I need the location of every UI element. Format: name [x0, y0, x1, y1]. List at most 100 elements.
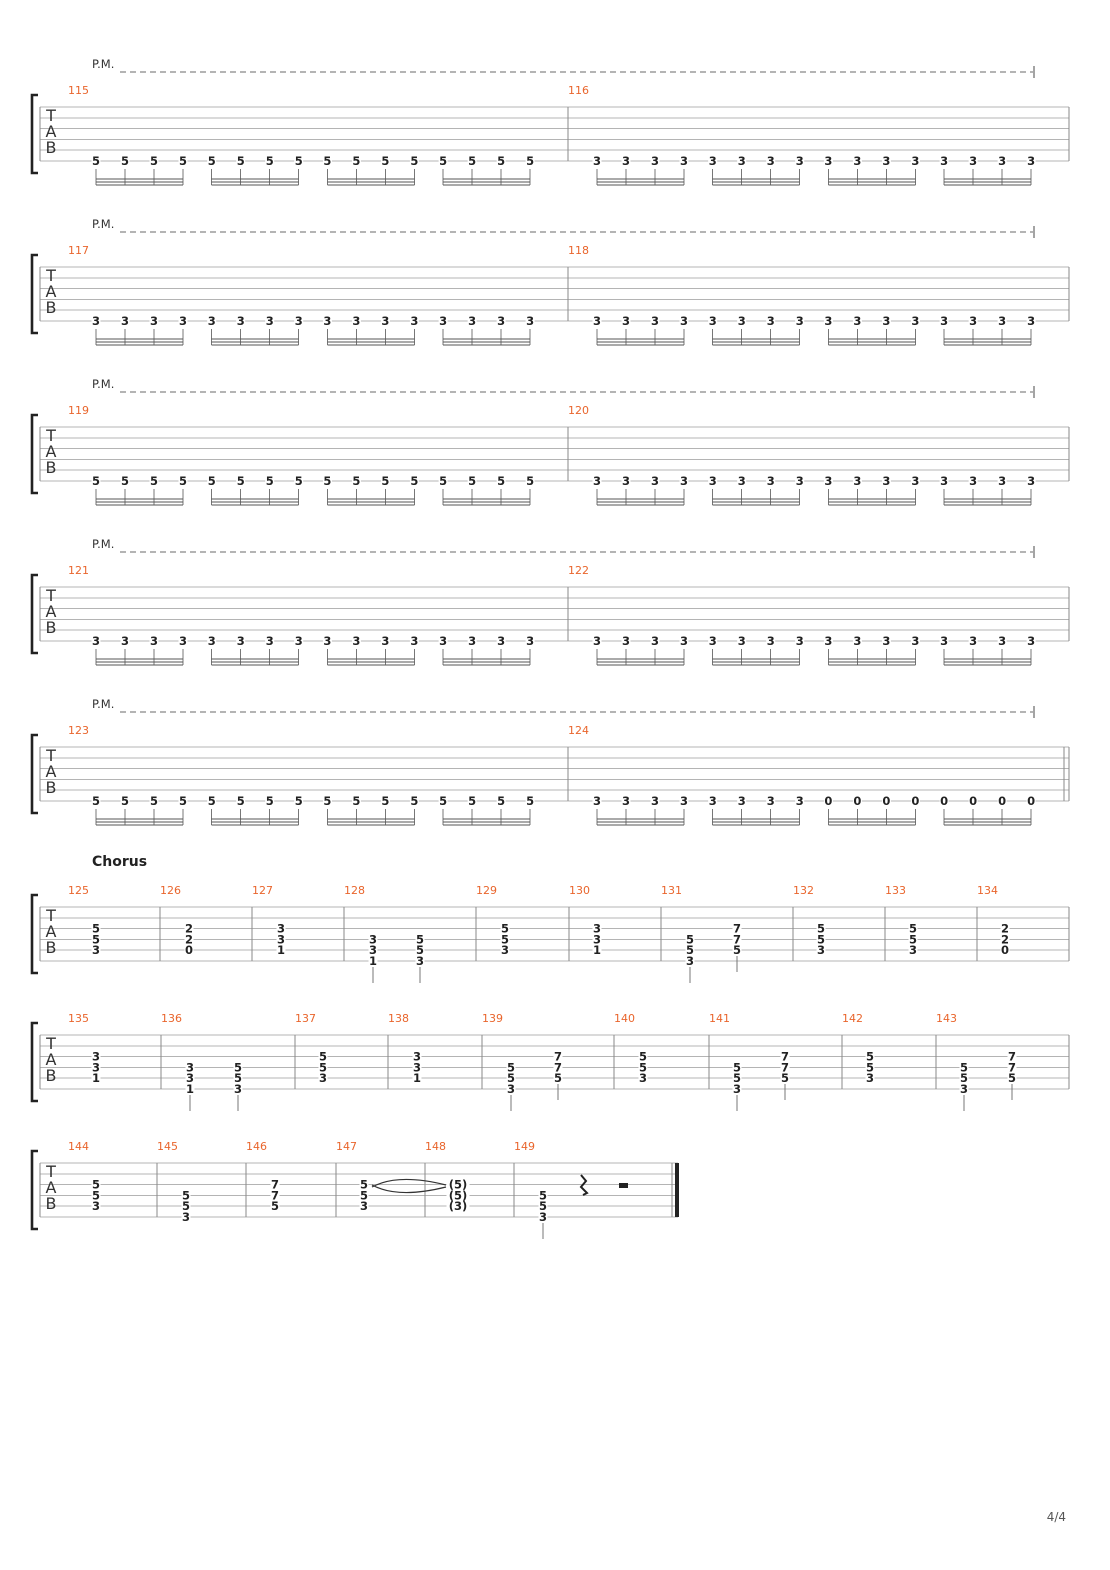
- fret-knockout: [185, 1062, 195, 1074]
- fret-knockout: [766, 316, 776, 327]
- fret-knockout: [91, 476, 101, 487]
- fret-number: 5: [468, 474, 476, 488]
- fret-knockout: [207, 796, 217, 807]
- system-bracket: [30, 93, 38, 175]
- fret-knockout: [780, 1073, 790, 1085]
- measure-number: 133: [885, 884, 906, 897]
- fret-knockout: [823, 796, 833, 807]
- fret-number: 5: [497, 154, 505, 168]
- fret-number: 5: [323, 474, 331, 488]
- tab-clef-letter: A: [46, 1050, 57, 1069]
- fret-knockout: [184, 945, 194, 957]
- fret-knockout: [351, 636, 361, 647]
- fret-knockout: [592, 316, 602, 327]
- palm-mute-label: P.M.: [92, 537, 114, 551]
- fret-number: 1: [369, 954, 377, 968]
- fret-knockout: [737, 316, 747, 327]
- fret-number: 3: [709, 314, 717, 328]
- fret-number: 5: [150, 474, 158, 488]
- fret-number: 7: [554, 1060, 562, 1074]
- fret-knockout: [1026, 156, 1036, 167]
- fret-knockout: [939, 156, 949, 167]
- fret-knockout: [318, 1073, 328, 1085]
- fret-number: 3: [593, 474, 601, 488]
- fret-knockout: [823, 636, 833, 647]
- fret-number: 3: [237, 314, 245, 328]
- fret-number: 3: [593, 794, 601, 808]
- fret-knockout: [412, 1062, 422, 1074]
- fret-number: 3: [817, 943, 825, 957]
- tab-clef-letter: T: [45, 1034, 56, 1053]
- fret-number: 5: [92, 1188, 100, 1202]
- fret-knockout: [939, 636, 949, 647]
- tab-clef-letter: T: [45, 586, 56, 605]
- fret-knockout: [592, 945, 602, 957]
- fret-knockout: [496, 156, 506, 167]
- fret-knockout: [538, 1190, 548, 1202]
- fret-number: 3: [651, 314, 659, 328]
- fret-number: 3: [277, 932, 285, 946]
- fret-number: 3: [796, 474, 804, 488]
- fret-knockout: [351, 476, 361, 487]
- fret-knockout: [816, 934, 826, 946]
- fret-number: 3: [381, 634, 389, 648]
- fret-number: 3: [593, 634, 601, 648]
- fret-number: 5: [121, 794, 129, 808]
- fret-number: 3: [639, 1071, 647, 1085]
- fret-knockout: [679, 156, 689, 167]
- fret-knockout: [294, 636, 304, 647]
- fret-knockout: [685, 934, 695, 946]
- fret-knockout: [368, 934, 378, 946]
- fret-knockout: [732, 945, 742, 957]
- fret-number: 3: [709, 154, 717, 168]
- fret-knockout: [621, 476, 631, 487]
- fret-knockout: [178, 476, 188, 487]
- fret-knockout: [91, 1179, 101, 1191]
- fret-knockout: [621, 156, 631, 167]
- fret-number: 5: [208, 474, 216, 488]
- fret-knockout: [525, 476, 535, 487]
- fret-knockout: [865, 1051, 875, 1063]
- fret-knockout: [446, 1190, 470, 1202]
- fret-number: 3: [853, 474, 861, 488]
- measure-number: 141: [709, 1012, 730, 1025]
- fret-number: 7: [271, 1178, 279, 1192]
- fret-number: 5: [639, 1060, 647, 1074]
- fret-number: 3: [593, 154, 601, 168]
- fret-knockout: [149, 796, 159, 807]
- fret-number: 5: [468, 154, 476, 168]
- fret-number: 3: [468, 634, 476, 648]
- fret-number: 3: [150, 314, 158, 328]
- fret-knockout: [415, 956, 425, 967]
- measure-number: 140: [614, 1012, 635, 1025]
- fret-number: 3: [738, 314, 746, 328]
- fret-knockout: [795, 476, 805, 487]
- fret-number: (5): [449, 1178, 468, 1192]
- fret-knockout: [997, 476, 1007, 487]
- fret-knockout: [265, 156, 275, 167]
- fret-knockout: [438, 316, 448, 327]
- fret-number: 7: [733, 932, 741, 946]
- fret-knockout: [322, 316, 332, 327]
- fret-knockout: [1000, 923, 1010, 935]
- fret-knockout: [708, 636, 718, 647]
- fret-knockout: [621, 636, 631, 647]
- fret-number: 3: [369, 932, 377, 946]
- fret-number: 3: [680, 794, 688, 808]
- fret-knockout: [322, 476, 332, 487]
- fret-knockout: [732, 934, 742, 946]
- fret-knockout: [265, 316, 275, 327]
- fret-knockout: [592, 796, 602, 807]
- fret-knockout: [823, 476, 833, 487]
- fret-knockout: [679, 316, 689, 327]
- fret-number: 5: [237, 474, 245, 488]
- fret-knockout: [265, 796, 275, 807]
- measure-number: 143: [936, 1012, 957, 1025]
- fret-number: 3: [911, 314, 919, 328]
- fret-knockout: [908, 934, 918, 946]
- fret-knockout: [184, 923, 194, 935]
- measure-number: 129: [476, 884, 497, 897]
- fret-number: 1: [186, 1082, 194, 1096]
- fret-knockout: [685, 956, 695, 967]
- fret-number: 5: [234, 1060, 242, 1074]
